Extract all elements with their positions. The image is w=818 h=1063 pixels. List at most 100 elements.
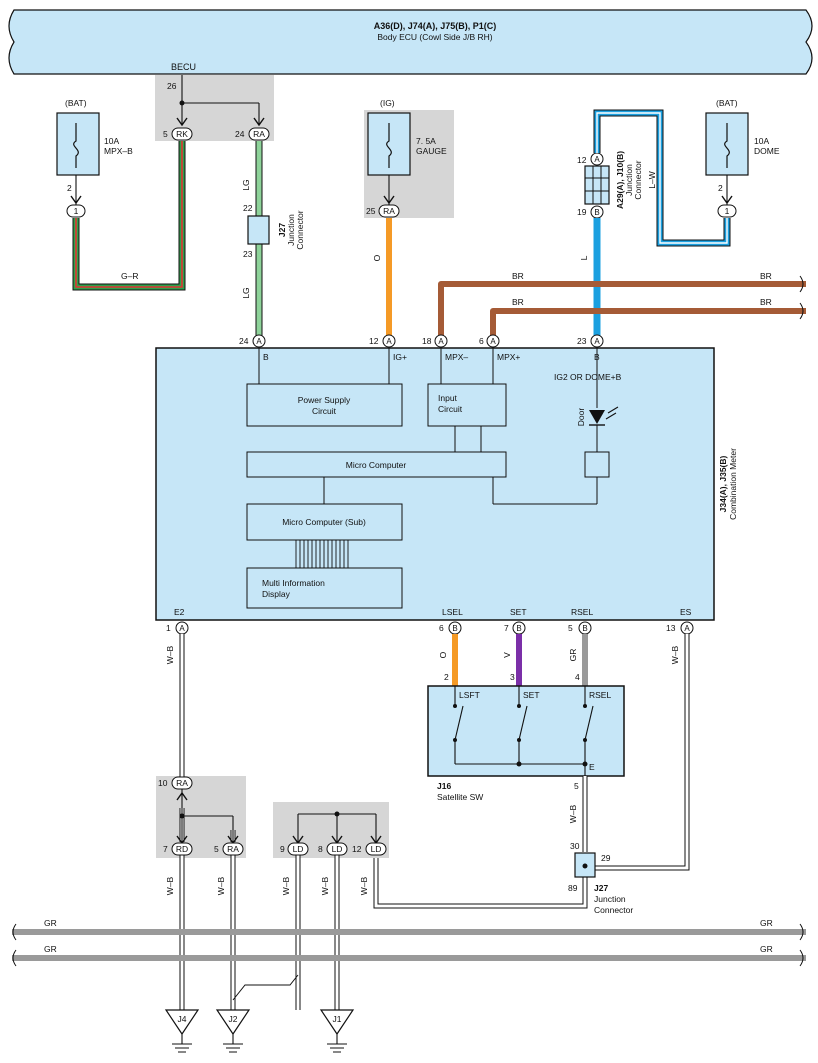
fuse-dome-arrow bbox=[721, 195, 733, 205]
wire-label-br-2: BR bbox=[760, 271, 772, 281]
meter-top-pin-2: 12 A IG+ bbox=[369, 334, 407, 362]
mid-line2: Display bbox=[262, 589, 291, 599]
joint-ra-conn: RA bbox=[176, 778, 188, 788]
joint-pin-7: 7 RD bbox=[163, 842, 193, 856]
satellite-pin-3: 3 bbox=[510, 672, 515, 682]
j27-bottom-line1: Junction bbox=[594, 894, 626, 904]
fuse-dome-rating: 10A bbox=[754, 136, 769, 146]
door-led-icon bbox=[589, 410, 605, 424]
door-driver-block bbox=[584, 451, 610, 478]
fuse-gauge-conn: RA bbox=[383, 206, 395, 216]
micro-computer-block bbox=[246, 451, 507, 478]
satellite-id: J16 bbox=[437, 781, 451, 791]
micro-computer-sub-label: Micro Computer (Sub) bbox=[282, 517, 366, 527]
fuse-dome-name: DOME bbox=[754, 146, 780, 156]
input-circuit-line2: Circuit bbox=[438, 404, 463, 414]
j27-bottom-pin-out: 89 bbox=[568, 883, 578, 893]
splice-dot bbox=[179, 813, 185, 819]
a29-pin-bottom-conn: B bbox=[594, 208, 599, 217]
j27-top-box bbox=[247, 215, 270, 245]
wire-label-lg-2: LG bbox=[241, 287, 251, 298]
wire-label-wb-1: W–B bbox=[165, 645, 175, 664]
pin-number: 12 bbox=[369, 336, 379, 346]
wire-label-wb-8: W–B bbox=[359, 876, 369, 895]
fuse-dome-symbol bbox=[724, 123, 730, 168]
ecu-pin-5-num: 5 bbox=[163, 129, 168, 139]
ecu-pin-24-num: 24 bbox=[235, 129, 245, 139]
wire-l-w bbox=[593, 109, 731, 247]
a29-id: A29(A), J10(B) bbox=[615, 151, 625, 209]
pin-number: 8 bbox=[318, 844, 323, 854]
pin-connector: B bbox=[582, 624, 587, 633]
door-label: Door bbox=[576, 408, 586, 427]
pin-badge bbox=[365, 842, 387, 856]
fuse-mpxb-pin-badge bbox=[66, 204, 86, 218]
pin-number: 12 bbox=[352, 844, 362, 854]
fuse-dome-pin-top: 2 bbox=[718, 183, 723, 193]
becu-arrow-left bbox=[176, 117, 188, 127]
pin-connector: RD bbox=[176, 844, 188, 854]
body-ecu-banner bbox=[8, 9, 813, 75]
pin-label: ES bbox=[680, 607, 692, 617]
ecu-pin-24-conn: RA bbox=[253, 129, 265, 139]
body-ecu-subtitle: Body ECU (Cowl Side J/B RH) bbox=[377, 32, 492, 42]
joint-ra-pin: 10 bbox=[158, 778, 168, 788]
wire-label-gr-sw: GR bbox=[568, 649, 578, 662]
satellite-switch-contacts bbox=[454, 686, 594, 776]
wire-label-lg-1: LG bbox=[241, 179, 251, 190]
pin-connector: A bbox=[438, 337, 444, 346]
pin-number: 23 bbox=[577, 336, 587, 346]
ground-j1: J1 bbox=[319, 1009, 355, 1053]
wire-label-wb-2: W–B bbox=[670, 645, 680, 664]
gr-wire-break-marks bbox=[12, 923, 804, 967]
pin-badge bbox=[222, 842, 244, 856]
pin-badge bbox=[486, 334, 500, 348]
fuse-dome-pin-badge bbox=[717, 204, 737, 218]
pin-number: 5 bbox=[568, 623, 573, 633]
ground-j2: J2 bbox=[215, 1009, 251, 1053]
wire-label-wb-3: W–B bbox=[568, 804, 578, 823]
br-wire-break-marks bbox=[799, 275, 804, 320]
wire-label-v-sw: V bbox=[502, 652, 512, 658]
wire-wb-j2-offset bbox=[232, 974, 299, 1001]
power-supply-line2: Circuit bbox=[312, 406, 337, 416]
j27-bottom-splice bbox=[582, 863, 588, 869]
body-ecu-title: A36(D), J74(A), J75(B), P1(C) bbox=[374, 21, 497, 31]
satellite-e-pin: 5 bbox=[574, 781, 579, 791]
wire-label-gr-4: GR bbox=[760, 944, 773, 954]
ecu-pin-5-conn: RK bbox=[176, 129, 188, 139]
ground-label: J1 bbox=[333, 1014, 342, 1024]
fuse-gauge-pin: 25 bbox=[366, 206, 376, 216]
pin-label: MPX+ bbox=[497, 352, 520, 362]
combination-meter-id: J34(A), J35(B) bbox=[718, 455, 728, 512]
satellite-pin-2: 2 bbox=[444, 672, 449, 682]
wire-g-r bbox=[72, 141, 186, 291]
a29-internal-lines bbox=[585, 166, 609, 204]
pin-connector: A bbox=[594, 337, 600, 346]
fuse-gauge-arrow bbox=[383, 195, 395, 205]
wire-label-br-1: BR bbox=[512, 271, 524, 281]
j27-top-id: J27 bbox=[277, 223, 287, 237]
satellite-contact-dots bbox=[453, 704, 588, 767]
mid-line1: Multi Information bbox=[262, 578, 325, 588]
pin-badge bbox=[326, 842, 348, 856]
wire-label-br-4: BR bbox=[760, 297, 772, 307]
pin-number: 6 bbox=[479, 336, 484, 346]
micro-computer-sub-block bbox=[246, 503, 403, 541]
satellite-pin-4: 4 bbox=[575, 672, 580, 682]
pin-connector: A bbox=[386, 337, 392, 346]
becu-internal-wiring bbox=[181, 75, 260, 124]
power-supply-circuit-block bbox=[246, 383, 403, 427]
display-bus-lines bbox=[295, 540, 349, 568]
joint-pin-9: 9 LD bbox=[280, 842, 309, 856]
pin-connector: A bbox=[179, 624, 185, 633]
j27-top-line2: Connector bbox=[295, 210, 305, 249]
wire-label-l-w: L–W bbox=[647, 171, 657, 188]
fuse-mpxb-source: (BAT) bbox=[65, 98, 87, 108]
pin-number: 5 bbox=[214, 844, 219, 854]
pin-label: RSEL bbox=[571, 607, 593, 617]
j27-top-pin-out: 23 bbox=[243, 249, 253, 259]
fuse-mpxb-symbol bbox=[73, 123, 79, 168]
pin-label: LSEL bbox=[442, 607, 463, 617]
pin-badge bbox=[171, 842, 193, 856]
